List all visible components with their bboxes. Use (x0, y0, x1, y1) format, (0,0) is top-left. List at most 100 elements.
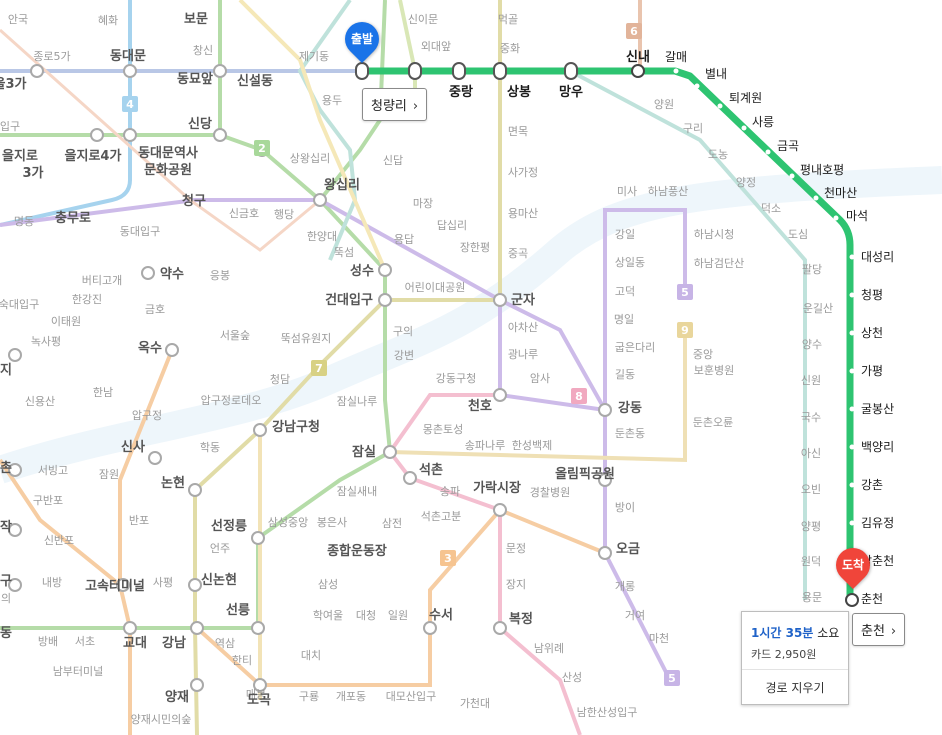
station-label[interactable]: 뚝섬 (334, 246, 354, 259)
route-station-dot[interactable] (765, 149, 771, 155)
station-label[interactable]: 굽은다리 (615, 341, 655, 354)
station-label[interactable]: 뚝섬유원지 (281, 332, 332, 345)
station-label[interactable]: 신설동 (237, 74, 273, 89)
station-dot[interactable] (253, 678, 267, 692)
station-label[interactable]: 지 (0, 363, 12, 378)
station-label[interactable]: 창신 (193, 44, 213, 57)
route-station-dot[interactable] (673, 68, 679, 74)
station-dot[interactable] (188, 578, 202, 592)
station-dot[interactable] (90, 128, 104, 142)
station-label[interactable]: 구반포 (33, 494, 63, 507)
station-label[interactable]: 둔촌동 (615, 427, 645, 440)
station-label[interactable]: 원덕 (801, 555, 821, 568)
station-dot[interactable] (383, 445, 397, 459)
station-label[interactable]: 약수 (160, 266, 184, 282)
station-label[interactable]: 양정 (736, 176, 756, 189)
station-label[interactable]: 용마산 (508, 207, 538, 220)
station-label[interactable]: 제기동 (299, 50, 329, 63)
station-label[interactable]: 사평 (153, 576, 173, 589)
station-dot[interactable] (598, 403, 612, 417)
station-label[interactable]: 개롱 (615, 580, 635, 593)
station-dot[interactable] (8, 463, 22, 477)
station-label[interactable]: 운길산 (803, 302, 833, 315)
station-label[interactable]: 동대문 (110, 49, 146, 64)
station-dot[interactable] (598, 473, 612, 487)
station-label[interactable]: 삼성 (318, 578, 338, 591)
station-label[interactable]: 반포 (129, 514, 149, 527)
station-label[interactable]: 하남시청 (694, 227, 734, 241)
station-label[interactable]: 군자 (511, 293, 535, 308)
station-label[interactable]: 사가정 (508, 166, 538, 179)
station-label[interactable]: 촌 (0, 461, 12, 476)
station-label[interactable]: 안국 (8, 13, 28, 26)
end-marker[interactable]: 도착 (828, 540, 878, 590)
station-label[interactable]: 면목 (508, 125, 528, 138)
station-label[interactable]: 구리 (683, 122, 703, 135)
station-label[interactable]: 의 (1, 592, 11, 605)
route-station-dot[interactable] (849, 520, 855, 526)
station-label[interactable]: 을지로4가 (65, 148, 122, 164)
station-label[interactable]: 학동 (200, 441, 220, 454)
station-label[interactable]: 용답 (394, 233, 414, 246)
station-label[interactable]: 동 (0, 626, 12, 641)
station-label[interactable]: 신당 (188, 116, 212, 132)
station-label[interactable]: 동대문역사 (138, 145, 198, 161)
route-station-dot[interactable] (408, 62, 422, 80)
route-station-label[interactable]: 금곡 (777, 139, 799, 153)
start-station-button[interactable]: 청량리› (362, 88, 428, 121)
station-label[interactable]: 복정 (509, 611, 533, 627)
station-label[interactable]: 고속터미널 (85, 578, 145, 594)
station-label[interactable]: 한남 (93, 386, 113, 399)
station-label[interactable]: 매봉 (246, 688, 266, 701)
station-label[interactable]: 마장 (413, 197, 433, 210)
station-label[interactable]: 학여울 (313, 609, 343, 622)
station-label[interactable]: 양수 (802, 338, 822, 351)
station-label[interactable]: 청구 (182, 193, 206, 209)
station-label[interactable]: 잠실새내 (337, 485, 377, 498)
station-dot[interactable] (313, 193, 327, 207)
station-label[interactable]: 상일동 (615, 255, 645, 269)
station-label[interactable]: 강동 (618, 400, 642, 416)
route-station-label[interactable]: 청평 (861, 288, 883, 302)
route-station-dot[interactable] (849, 482, 855, 488)
station-label[interactable]: 삼전 (382, 517, 402, 530)
station-label[interactable]: 삼성중앙 (268, 516, 308, 529)
station-label[interactable]: 덕소 (761, 202, 781, 215)
station-dot[interactable] (493, 621, 507, 635)
route-station-dot[interactable] (849, 330, 855, 336)
station-label[interactable]: 올림픽공원 (555, 466, 615, 482)
station-label[interactable]: 신사 (121, 439, 145, 455)
station-label[interactable]: 신금호 (229, 207, 259, 220)
station-label[interactable]: 고덕 (615, 285, 635, 298)
station-dot[interactable] (493, 388, 507, 402)
station-label[interactable]: 선정릉 (211, 518, 247, 534)
station-label[interactable]: 어린이대공원 (405, 281, 466, 294)
station-dot[interactable] (213, 64, 227, 78)
station-label[interactable]: 광나루 (508, 348, 538, 361)
route-station-label[interactable]: 천마산 (824, 185, 857, 200)
station-label[interactable]: 길동 (615, 368, 635, 381)
station-label[interactable]: 신이문 (408, 13, 438, 26)
station-label[interactable]: 수서 (429, 608, 453, 623)
station-label[interactable]: 건대입구 (325, 292, 373, 308)
station-label[interactable]: 신용산 (25, 395, 55, 408)
route-station-label[interactable]: 강촌 (861, 478, 883, 492)
station-label[interactable]: 용문 (802, 591, 822, 604)
station-label[interactable]: 석촌고분 (421, 510, 461, 523)
station-label[interactable]: 교대 (123, 636, 147, 651)
station-dot[interactable] (30, 64, 44, 78)
station-dot[interactable] (493, 503, 507, 517)
route-station-label[interactable]: 퇴계원 (729, 91, 762, 105)
station-label[interactable]: 강일 (615, 227, 635, 241)
station-label[interactable]: 중화 (500, 42, 520, 55)
station-label[interactable]: 내방 (42, 576, 62, 589)
station-label[interactable]: 양재시민의숲 (131, 713, 192, 726)
station-label[interactable]: 한양대 (307, 230, 337, 243)
station-label[interactable]: 경찰병원 (530, 486, 570, 499)
station-label[interactable]: 대치 (301, 649, 321, 662)
station-label[interactable]: 마천 (649, 631, 669, 645)
station-dot[interactable] (8, 578, 22, 592)
route-station-dot[interactable] (849, 254, 855, 260)
station-label[interactable]: 녹사평 (31, 335, 61, 348)
station-label[interactable]: 성수 (350, 264, 374, 279)
